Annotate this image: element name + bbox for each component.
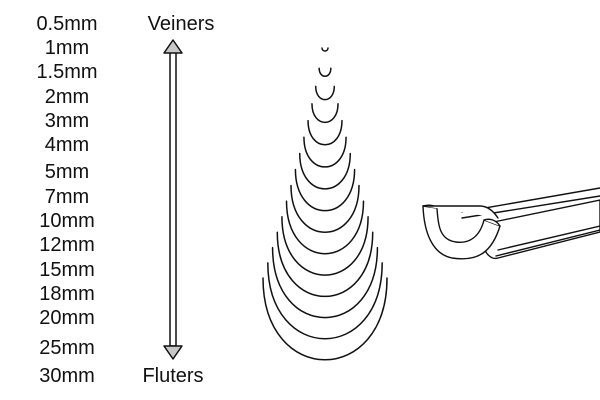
size-label-13: 25mm <box>39 337 95 359</box>
gouge-profile-14 <box>262 277 388 361</box>
size-label-3: 2mm <box>44 86 90 108</box>
size-label-14: 30mm <box>39 365 95 387</box>
fluters-label: Fluters <box>142 365 204 387</box>
gouge-profile-7 <box>294 168 356 212</box>
gouge-profile-2 <box>314 85 336 101</box>
size-label-9: 12mm <box>39 234 95 256</box>
size-label-6: 5mm <box>44 161 90 183</box>
size-label-4: 3mm <box>44 110 90 132</box>
tool-blade-top <box>422 205 499 219</box>
size-label-1: 1mm <box>44 37 90 59</box>
size-label-8: 10mm <box>39 210 95 232</box>
gouge-profile-8 <box>290 184 360 233</box>
gouge-profile-3 <box>311 103 339 123</box>
gouge-profile-12 <box>271 246 379 319</box>
size-label-7: 7mm <box>44 186 90 208</box>
double-headed-arrow-icon <box>163 39 183 360</box>
gouge-profile-13 <box>267 262 383 340</box>
gouge-profile-0 <box>321 47 329 52</box>
gouge-profile-stack <box>262 47 388 361</box>
size-label-10: 15mm <box>39 259 95 281</box>
arrow-head-bottom <box>163 345 183 360</box>
arrow-shaft <box>169 51 177 347</box>
veiners-label: Veiners <box>147 13 215 35</box>
size-label-11: 18mm <box>39 283 95 305</box>
gouge-profile-9 <box>285 200 365 255</box>
gouge-profile-6 <box>298 152 352 190</box>
size-label-2: 1.5mm <box>36 61 98 83</box>
gouge-profile-10 <box>281 216 369 276</box>
gouge-profile-5 <box>303 136 347 168</box>
gouge-profile-11 <box>276 231 374 297</box>
gouge-profile-4 <box>307 119 343 146</box>
gouge-tool-icon <box>422 187 600 260</box>
size-label-5: 4mm <box>44 134 90 156</box>
gouge-profile-1 <box>318 67 332 77</box>
size-label-0: 0.5mm <box>36 13 98 35</box>
arrow-head-top <box>163 39 183 54</box>
size-label-12: 20mm <box>39 307 95 329</box>
tool-shaft-bottom-edge <box>495 225 600 257</box>
